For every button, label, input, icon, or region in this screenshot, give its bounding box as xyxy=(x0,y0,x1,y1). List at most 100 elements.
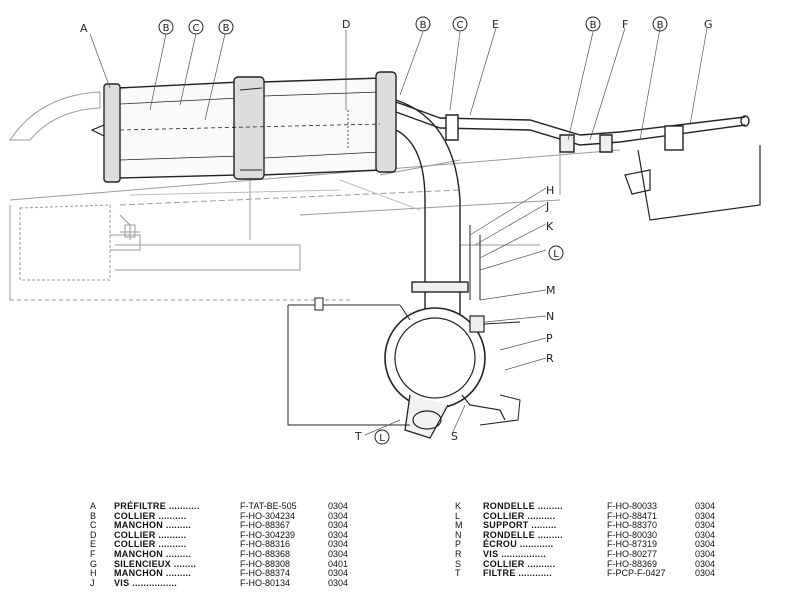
part-name: FILTRE ............ xyxy=(483,568,553,579)
part-name: COLLIER .......... xyxy=(483,510,556,521)
part-letter: J xyxy=(90,577,95,588)
callout-E: E xyxy=(492,18,499,31)
part-name: SILENCIEUX ........ xyxy=(114,558,197,569)
part-letter: M xyxy=(455,520,463,531)
callout-B-4: B xyxy=(585,16,601,32)
part-letter: G xyxy=(90,558,98,569)
callout-D: D xyxy=(342,18,351,31)
silencer-bracket xyxy=(624,145,761,221)
part-letter: H xyxy=(90,568,97,579)
part-ref: F-HO-80134 xyxy=(240,577,291,588)
part-code: 0304 xyxy=(695,568,716,579)
callout-S: S xyxy=(451,430,458,443)
part-name: VIS ................ xyxy=(483,548,547,559)
part-ref: F-HO-88367 xyxy=(240,520,291,531)
part-name: MANCHON ......... xyxy=(114,548,192,559)
part-name: VIS ................ xyxy=(114,577,178,588)
part-code: 0304 xyxy=(328,529,349,540)
part-letter: S xyxy=(455,558,462,569)
part-letter: C xyxy=(90,520,97,531)
part-code: 0304 xyxy=(328,510,349,521)
parts-row: N RONDELLE ......... F-HO-80030 0304 xyxy=(455,529,725,541)
round-filter xyxy=(384,225,521,439)
part-name: MANCHON ......... xyxy=(114,520,192,531)
svg-text:B: B xyxy=(590,20,597,31)
callout-L-2: L xyxy=(374,429,390,445)
part-code: 0304 xyxy=(328,568,349,579)
part-name: RONDELLE ......... xyxy=(483,529,563,540)
part-ref: F-HO-80277 xyxy=(607,548,658,559)
silencer-pipe xyxy=(395,101,750,153)
part-ref: F-HO-88308 xyxy=(240,558,291,569)
part-code: 0304 xyxy=(328,501,349,511)
callout-B-2: B xyxy=(218,19,234,35)
part-code: 0304 xyxy=(695,529,716,540)
svg-text:B: B xyxy=(223,23,230,34)
callout-A: A xyxy=(80,22,88,35)
svg-text:C: C xyxy=(457,20,464,31)
parts-row: T FILTRE ............ F-PCP-F-0427 0304 xyxy=(455,569,725,579)
part-code: 0304 xyxy=(328,548,349,559)
part-ref: F-HO-88316 xyxy=(240,539,291,550)
part-ref: F-HO-88369 xyxy=(607,558,658,569)
callout-F: F xyxy=(622,18,629,31)
part-code: 0304 xyxy=(695,520,716,531)
part-letter: A xyxy=(90,501,97,511)
part-name: ÉCROU ............ xyxy=(483,539,554,550)
part-letter: N xyxy=(455,529,462,540)
part-name: RONDELLE ......... xyxy=(483,501,563,511)
part-name: SUPPORT ......... xyxy=(483,520,557,531)
part-letter: L xyxy=(455,510,461,521)
part-name: COLLIER .......... xyxy=(483,558,556,569)
part-code: 0304 xyxy=(695,548,716,559)
part-name: MANCHON ......... xyxy=(114,568,192,579)
svg-text:C: C xyxy=(193,23,200,34)
callout-H: H xyxy=(546,184,555,197)
support-frame xyxy=(287,297,411,426)
part-letter: T xyxy=(455,568,461,579)
svg-text:B: B xyxy=(657,20,664,31)
part-ref: F-HO-87319 xyxy=(607,539,658,550)
svg-text:B: B xyxy=(420,20,427,31)
callout-N: N xyxy=(546,310,555,323)
part-ref: F-PCP-F-0427 xyxy=(607,568,666,579)
part-letter: B xyxy=(90,510,97,521)
part-ref: F-HO-304234 xyxy=(240,510,296,521)
part-ref: F-HO-88471 xyxy=(607,510,658,521)
part-name: COLLIER .......... xyxy=(114,539,187,550)
svg-text:L: L xyxy=(379,433,385,444)
part-code: 0304 xyxy=(695,539,716,550)
part-ref: F-HO-80030 xyxy=(607,529,658,540)
part-letter: F xyxy=(90,548,96,559)
callout-C-1: C xyxy=(188,19,204,35)
callout-K: K xyxy=(546,220,554,233)
callout-L-1: L xyxy=(548,245,564,261)
callout-J: J xyxy=(545,200,550,213)
parts-row: J VIS ................ F-HO-80134 0304 xyxy=(90,577,358,589)
part-code: 0304 xyxy=(695,501,716,511)
callout-G: G xyxy=(704,18,713,31)
part-letter: E xyxy=(90,539,97,550)
part-name: COLLIER .......... xyxy=(114,529,187,540)
part-ref: F-HO-304239 xyxy=(240,529,296,540)
callout-C-2: C xyxy=(452,16,468,32)
part-letter: P xyxy=(455,539,462,550)
callout-B-3: B xyxy=(415,16,431,32)
callout-B-1: B xyxy=(158,19,174,35)
part-ref: F-HO-80033 xyxy=(607,501,658,511)
part-code: 0304 xyxy=(328,520,349,531)
part-code: 0304 xyxy=(328,577,349,588)
callout-P: P xyxy=(546,332,553,345)
